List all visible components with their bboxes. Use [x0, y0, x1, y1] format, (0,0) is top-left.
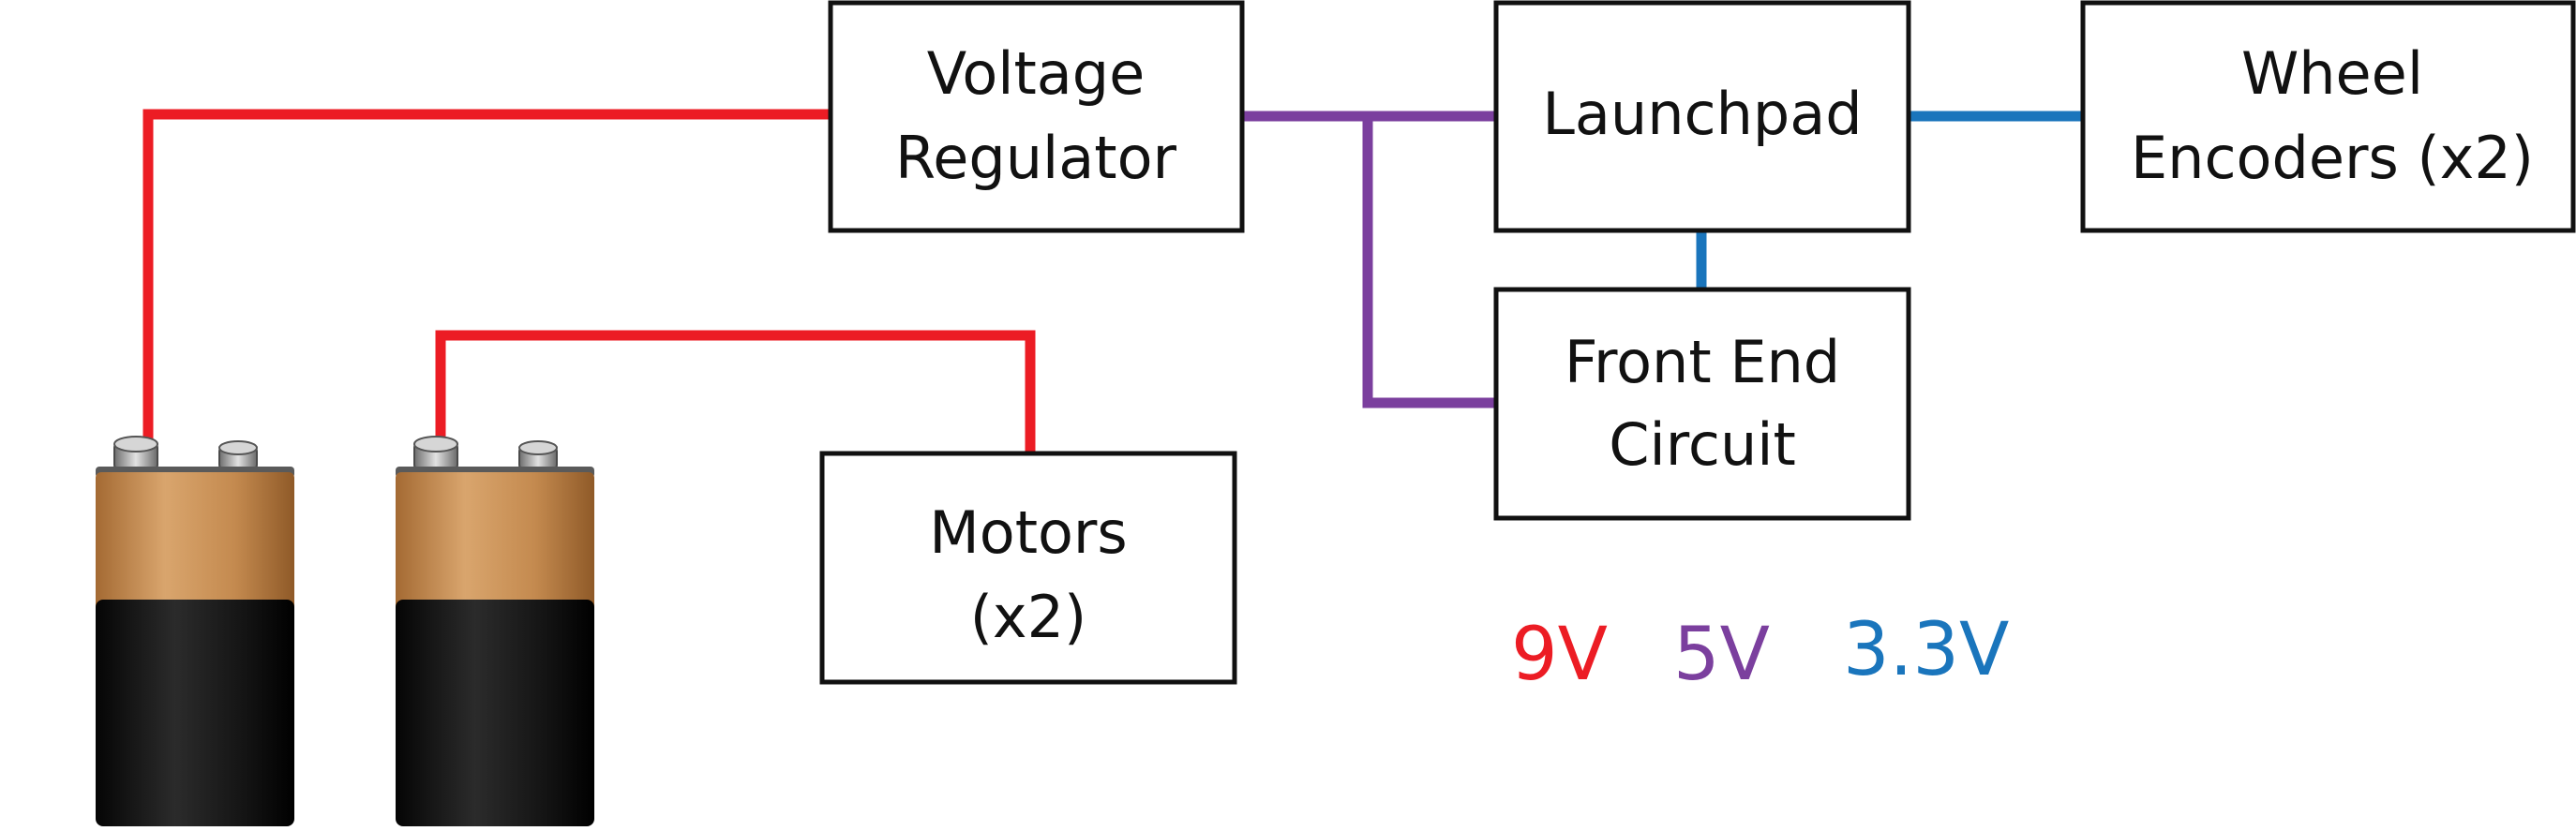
front-end-circuit-label-line2: Circuit — [1609, 410, 1796, 479]
front-end-circuit-label-line1: Front End — [1565, 328, 1840, 396]
voltage-regulator-label-line2: Regulator — [895, 124, 1177, 192]
motors-label-line1: Motors — [929, 498, 1127, 567]
legend-3v3: 3.3V — [1843, 608, 2009, 692]
battery-terminal-right — [519, 441, 557, 470]
wheel-encoders-label-line1: Wheel — [2241, 39, 2423, 108]
9v-battery-icon — [96, 437, 294, 826]
legend-9v: 9V — [1511, 613, 1608, 697]
battery-terminal-right — [219, 441, 257, 470]
motors-box: Motors (x2) — [822, 453, 1235, 682]
voltage-regulator-label-line1: Voltage — [927, 39, 1146, 108]
voltage-legend: 9V 5V 3.3V — [1511, 608, 2009, 697]
9v-battery-icon — [396, 437, 594, 826]
launchpad-label: Launchpad — [1542, 80, 1862, 148]
wheel-encoders-box: Wheel Encoders (x2) — [2083, 3, 2573, 230]
wheel-encoders-label-line2: Encoders (x2) — [2131, 124, 2534, 192]
battery-terminal-left — [114, 437, 157, 470]
battery-terminal-left — [414, 437, 457, 470]
wire-9v-battery2-motors — [441, 335, 1030, 453]
motors-label-line2: (x2) — [970, 583, 1087, 651]
legend-5v: 5V — [1673, 613, 1770, 697]
wire-5v-branch-front-end — [1368, 116, 1496, 403]
launchpad-box: Launchpad — [1496, 3, 1909, 230]
voltage-regulator-box: Voltage Regulator — [831, 3, 1242, 230]
front-end-circuit-box: Front End Circuit — [1496, 289, 1909, 518]
wire-9v-battery1-regulator — [148, 114, 832, 440]
